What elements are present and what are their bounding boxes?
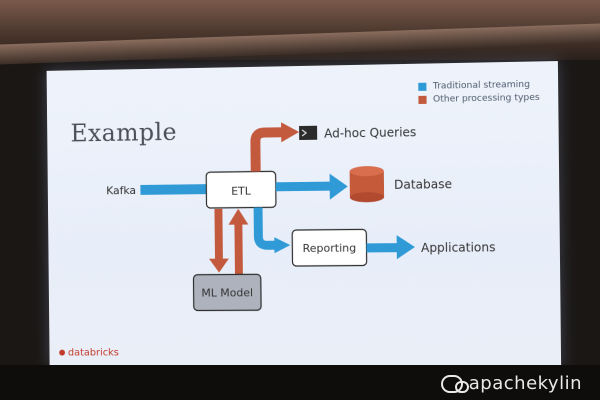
databricks-logo: databricks bbox=[59, 348, 119, 359]
etl-to-adhoc-arrow bbox=[255, 122, 299, 172]
etl-to-database-arrow bbox=[276, 173, 348, 200]
databricks-logo-text: databricks bbox=[68, 348, 119, 359]
reporting-label: Reporting bbox=[303, 241, 357, 255]
etl-to-reporting-arrow bbox=[258, 207, 290, 253]
ceiling-beam bbox=[0, 24, 600, 65]
watermark: apachekylin bbox=[441, 373, 582, 394]
ml-model-node: ML Model bbox=[193, 274, 261, 310]
terminal-icon bbox=[299, 126, 317, 140]
etl-label: ETL bbox=[231, 185, 252, 198]
etl-node: ETL bbox=[206, 171, 276, 208]
kafka-label: Kafka bbox=[106, 184, 136, 197]
room-ceiling bbox=[0, 0, 600, 60]
adhoc-queries-label: Ad-hoc Queries bbox=[324, 125, 416, 141]
reporting-node: Reporting bbox=[292, 229, 367, 266]
ml-model-label: ML Model bbox=[201, 286, 253, 299]
ml-to-etl-arrow bbox=[228, 209, 249, 275]
applications-label: Applications bbox=[421, 240, 496, 255]
etl-to-ml-arrow bbox=[209, 209, 229, 273]
projector-screen: Traditional streaming Other processing t… bbox=[47, 61, 562, 366]
reporting-to-applications-arrow bbox=[366, 235, 415, 260]
databricks-logo-dot bbox=[59, 350, 65, 356]
database-label: Database bbox=[394, 177, 452, 192]
pipeline-diagram: Kafka ETL Ad-hoc Queries bbox=[47, 61, 562, 366]
database-icon bbox=[350, 166, 385, 203]
watermark-text: apachekylin bbox=[469, 373, 582, 394]
chat-icon bbox=[441, 375, 463, 393]
